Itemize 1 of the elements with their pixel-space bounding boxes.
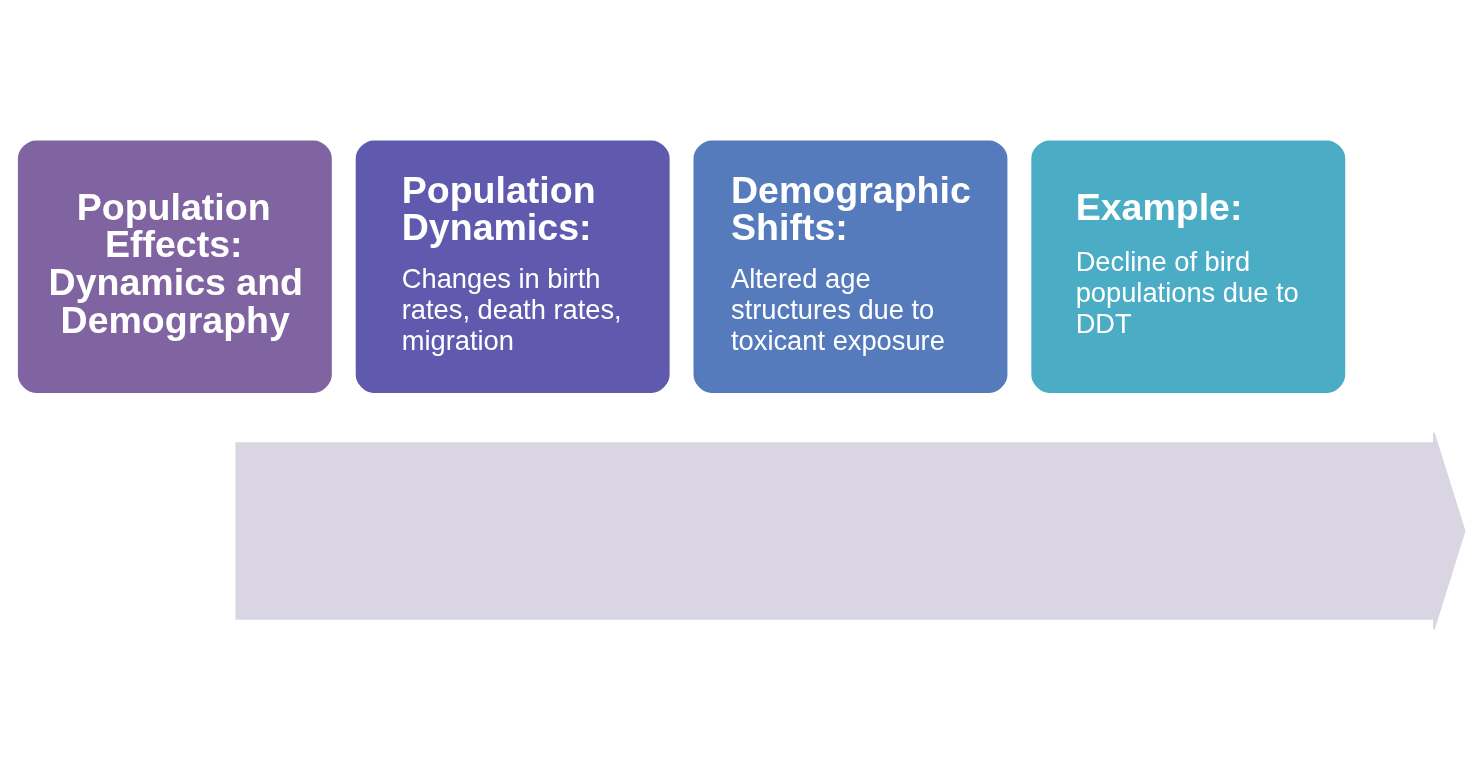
node-arrow	[235, 431, 1466, 630]
